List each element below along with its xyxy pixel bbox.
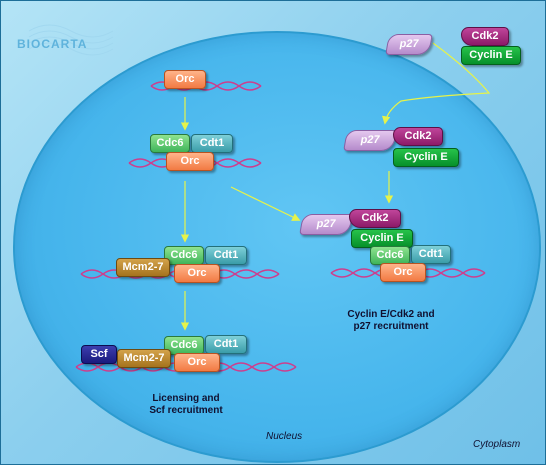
orc-box: Orc	[380, 263, 426, 282]
cdc6-box: Cdc6	[164, 336, 204, 355]
p27-box: p27	[385, 34, 433, 55]
cyclin-e-box: Cyclin E	[461, 46, 521, 65]
cdk2-box: Cdk2	[349, 209, 401, 228]
cdt1-box: Cdt1	[205, 335, 247, 354]
orc-box: Orc	[174, 353, 220, 372]
cdt1-box: Cdt1	[411, 245, 451, 264]
nucleus-label: Nucleus	[266, 431, 303, 442]
nucleus	[13, 31, 541, 463]
orc-box: Orc	[174, 264, 220, 283]
licensing-label-line1: Licensing and	[152, 393, 220, 404]
mcm-box: Mcm2-7	[116, 258, 170, 277]
mcm-box: Mcm2-7	[117, 349, 171, 368]
cyclin-label-line1: Cyclin E/Cdk2 and	[347, 309, 435, 320]
cdt1-box: Cdt1	[205, 246, 247, 265]
cytoplasm-label: Cytoplasm	[473, 439, 521, 450]
cdk2-box: Cdk2	[393, 127, 443, 146]
cdk2-box: Cdk2	[461, 27, 509, 46]
scf-box: Scf	[81, 345, 117, 364]
logo-text: BIOCARTA	[17, 37, 88, 51]
arrow-cytoplasm-to-nucleus	[381, 42, 491, 125]
p27-box: p27	[299, 214, 353, 235]
arrow-to-cyclin-complex	[230, 186, 301, 221]
cdc6-box: Cdc6	[150, 134, 190, 153]
orc-box: Orc	[166, 152, 214, 171]
cdc6-box: Cdc6	[164, 246, 204, 265]
licensing-label-line2: Scf recruitment	[149, 405, 223, 416]
p27-box: p27	[343, 130, 397, 151]
cdc6-box: Cdc6	[370, 246, 410, 265]
cyclin-label-line2: p27 recruitment	[353, 321, 429, 332]
cdt1-box: Cdt1	[191, 134, 233, 153]
biocarta-logo	[28, 24, 114, 56]
orc-box: Orc	[164, 70, 206, 89]
cyclin-e-box: Cyclin E	[393, 148, 459, 167]
